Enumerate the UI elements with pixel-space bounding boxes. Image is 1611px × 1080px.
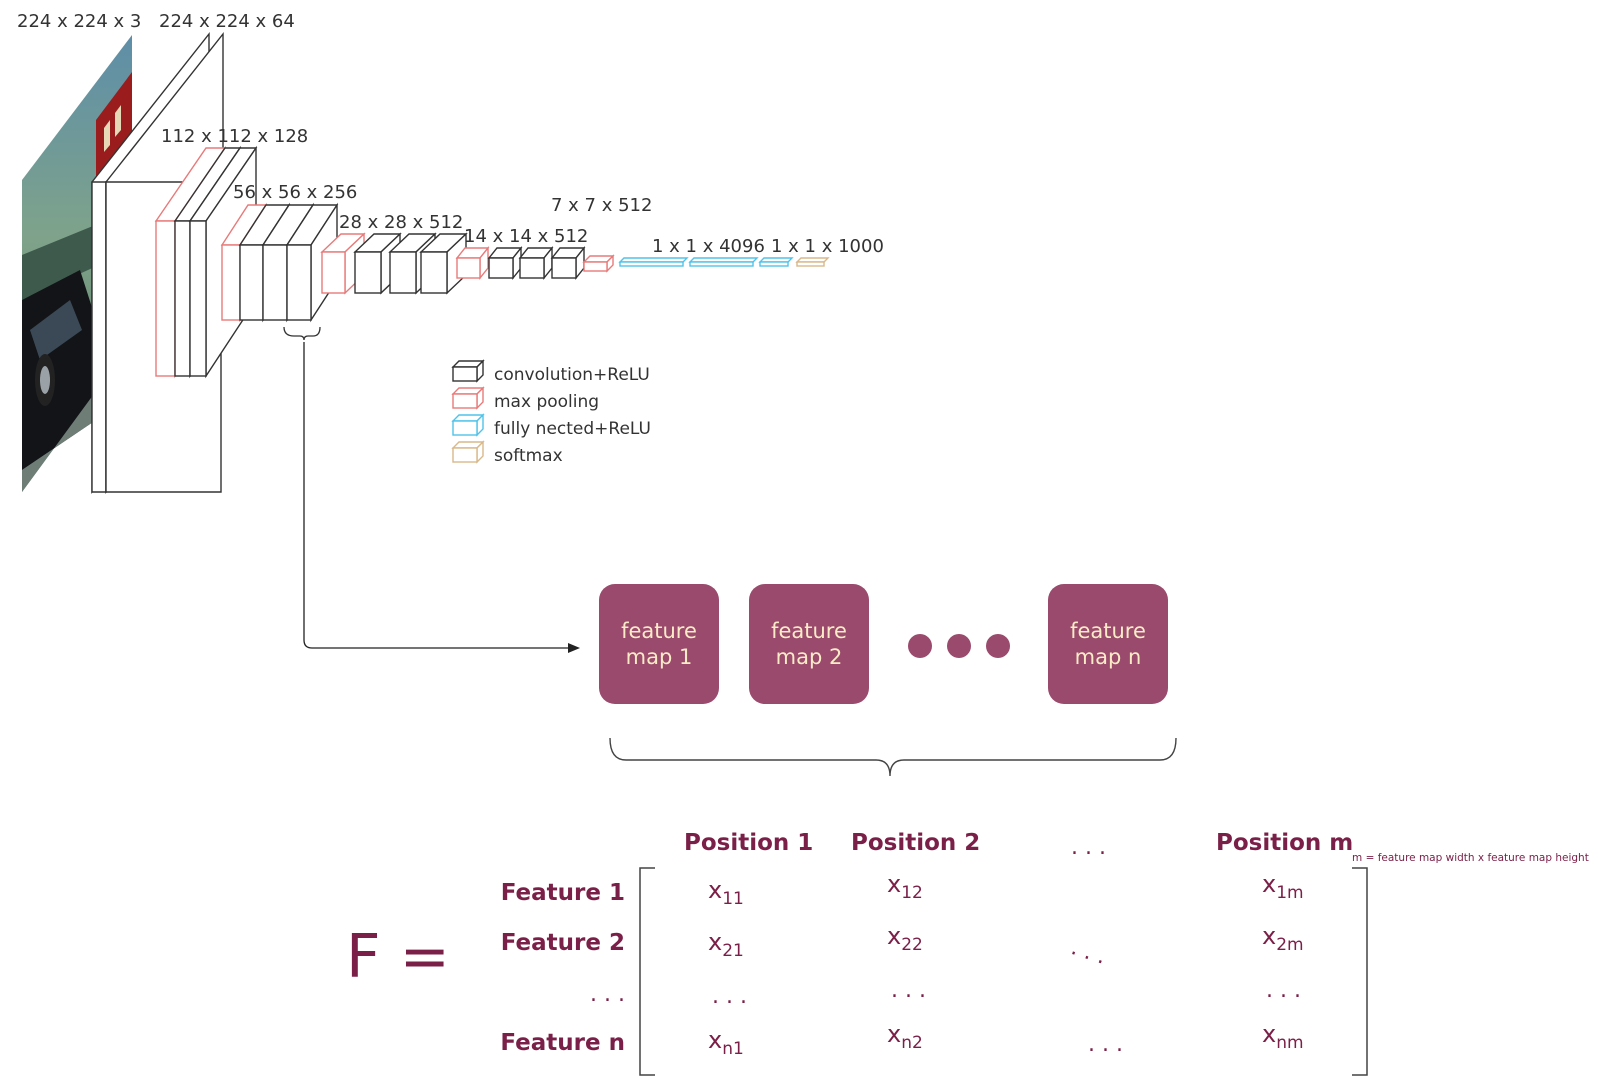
matrix-vertical-ellipsis: . . . (891, 978, 926, 1003)
matrix-cell-xnm: xnm (1262, 1020, 1304, 1053)
matrix-horizontal-ellipsis: . . . (1088, 1032, 1123, 1057)
ellipsis-dot (947, 634, 971, 658)
softmax-layer (795, 257, 830, 267)
conv-block-5 (487, 246, 586, 280)
column-header: Position m (1216, 830, 1354, 856)
ellipsis-dot (908, 634, 932, 658)
layer-label: 112 x 112 x 128 (161, 126, 308, 147)
matrix-cell-x11: x11 (708, 876, 744, 909)
connector-arrow (303, 342, 572, 649)
row-header: Feature n (500, 1030, 625, 1056)
layer-label: 14 x 14 x 512 (464, 226, 588, 247)
layer-brace (283, 326, 321, 341)
row-header-ellipsis: . . . (590, 982, 625, 1007)
conv-block-4 (353, 232, 468, 295)
layer-label: 1 x 1 x 1000 (771, 236, 884, 257)
column-header-ellipsis: . . . (1071, 835, 1106, 860)
matrix-cell-xn1: xn1 (708, 1026, 744, 1059)
legend-swatch-pool (451, 386, 485, 410)
legend-swatch-fc (451, 413, 485, 437)
matrix-vertical-ellipsis: . . . (1266, 978, 1301, 1003)
layer-label: 224 x 224 x 3 (17, 11, 141, 32)
pool-block-4 (455, 246, 490, 280)
arrowhead (568, 643, 580, 653)
layer-label: 224 x 224 x 64 (159, 11, 295, 32)
legend-label-conv: convolution+ReLU (494, 365, 650, 385)
matrix-cell-x12: x12 (887, 870, 923, 903)
legend-label-fc: fully nected+ReLU (494, 419, 651, 439)
matrix-vertical-ellipsis: . . . (712, 984, 747, 1009)
row-header: Feature 2 (500, 930, 625, 956)
column-header: Position 1 (684, 830, 814, 856)
column-footnote: m = feature map width x feature map heig… (1352, 852, 1589, 864)
ellipsis-dot (986, 634, 1010, 658)
legend-swatch-conv (451, 359, 485, 383)
row-header: Feature 1 (500, 880, 625, 906)
matrix-cell-x22: x22 (887, 922, 923, 955)
matrix-cell-x2m: x2m (1262, 922, 1304, 955)
matrix-cell-x1m: x1m (1262, 870, 1304, 903)
layer-label: 28 x 28 x 512 (339, 212, 463, 233)
legend: convolution+ReLU max pooling fully necte… (451, 359, 651, 466)
matrix-right-bracket (1352, 867, 1368, 1076)
layer-label: 56 x 56 x 256 (233, 182, 357, 203)
feature-map-brace (609, 737, 1177, 777)
layer-label: 1 x 1 x 4096 (652, 236, 765, 257)
fc-layers (618, 257, 794, 267)
legend-swatch-softmax (451, 440, 485, 464)
pool-block-5 (582, 254, 615, 273)
layer-dimension-labels: 224 x 224 x 3 224 x 224 x 64 112 x 112 x… (17, 11, 884, 257)
matrix-left-bracket (639, 867, 655, 1076)
legend-label-pool: max pooling (494, 392, 599, 412)
matrix-cell-x21: x21 (708, 928, 744, 961)
column-header: Position 2 (851, 830, 981, 856)
legend-label-softmax: softmax (494, 446, 563, 466)
matrix-symbol: F = (346, 922, 450, 992)
matrix-cell-xn2: xn2 (887, 1020, 923, 1053)
layer-label: 7 x 7 x 512 (551, 195, 652, 216)
